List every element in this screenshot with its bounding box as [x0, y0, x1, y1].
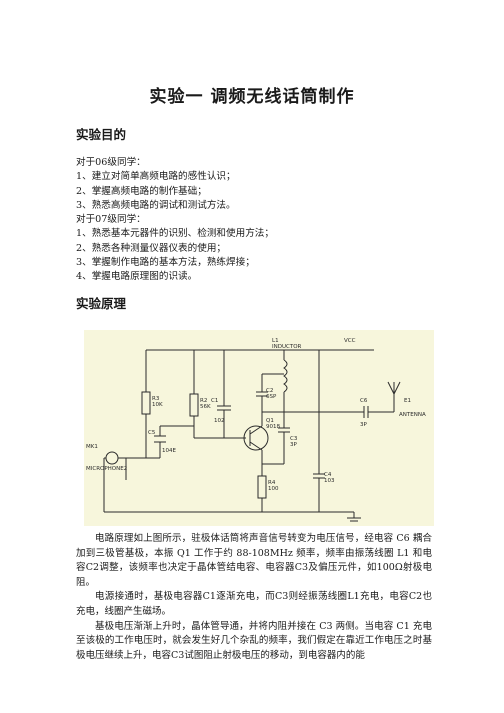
paragraph: 电源接通时，基极电容器C1逐渐充电，而C3则经振荡线圈L1充电，电容C2也充电，… [76, 591, 432, 617]
label-c2: C2 [266, 388, 273, 394]
circuit-schematic: L1 INDUCTOR VCC R3 10K R2 56K C1 102 C2 … [84, 330, 434, 526]
label-vcc: VCC [344, 338, 356, 344]
label-c3: C3 [290, 436, 298, 442]
label-e1: E1 [404, 398, 411, 404]
label-r2: R2 [200, 398, 207, 404]
section-heading-principle: 实验原理 [76, 296, 127, 311]
inductor-l1 [283, 359, 288, 393]
label-l1-type: INDUCTOR [272, 344, 302, 350]
label-mk1: MK1 [86, 444, 98, 450]
section-heading-purpose: 实验目的 [76, 127, 127, 142]
label-antenna: ANTENNA [399, 412, 426, 418]
purpose-line: 3、掌握制作电路的基本方法，熟练焊接； [76, 257, 255, 269]
antenna-icon [387, 381, 401, 396]
purpose-line: 1、熟悉基本元器件的识别、检测和使用方法； [76, 228, 274, 240]
purpose-line: 对于07级同学： [76, 214, 146, 226]
label-microphone: MICROPHONE2 [86, 466, 127, 472]
purpose-line: 1、建立对简单高频电路的感性认识； [76, 171, 236, 183]
label-c1: C1 [211, 398, 218, 404]
label-c5: C5 [148, 430, 156, 436]
label-c3-value: 3P [290, 442, 297, 448]
label-c6: C6 [360, 398, 368, 404]
label-q1-type: 9018 [266, 424, 280, 430]
label-c2-value: 6SP [266, 394, 277, 400]
transistor-q1 [243, 425, 269, 451]
label-c5-value: 104E [162, 448, 176, 454]
label-r2-value: 56K [200, 404, 211, 410]
label-r3: R3 [152, 396, 160, 402]
paragraph: 电路原理如上图所示，驻极体话筒将声音信号转变为电压信号，经电容 C6 耦合加到三… [76, 533, 432, 588]
page-title: 实验一 调频无线话筒制作 [149, 87, 355, 107]
purpose-line: 2、熟悉各种测量仪器仪表的使用； [76, 242, 227, 254]
label-l1: L1 [272, 338, 279, 344]
label-c4: C4 [324, 472, 332, 478]
label-c6-value: 3P [360, 422, 367, 428]
purpose-line: 4、掌握电路原理图的识读。 [76, 271, 198, 283]
purpose-line: 3、熟悉高频电路的调试和测试方法。 [76, 199, 236, 211]
label-r4: R4 [268, 480, 276, 486]
purpose-list: 对于06级同学： 1、建立对简单高频电路的感性认识； 2、掌握高频电路的制作基础… [76, 156, 436, 285]
label-c4-value: 103 [324, 478, 335, 484]
label-q1: Q1 [266, 418, 274, 424]
purpose-line: 2、掌握高频电路的制作基础； [76, 185, 207, 197]
label-c1-value: 102 [214, 418, 225, 424]
paragraph: 基极电压渐渐上升时，晶体管导通，并将内阻并接在 C3 两侧。当电容 C1 充电至… [76, 620, 432, 661]
label-r4-value: 100 [268, 486, 279, 492]
principle-text: 电路原理如上图所示，驻极体话筒将声音信号转变为电压信号，经电容 C6 耦合加到三… [76, 532, 432, 663]
purpose-line: 对于06级同学： [76, 157, 146, 168]
label-r3-value: 10K [152, 402, 163, 408]
